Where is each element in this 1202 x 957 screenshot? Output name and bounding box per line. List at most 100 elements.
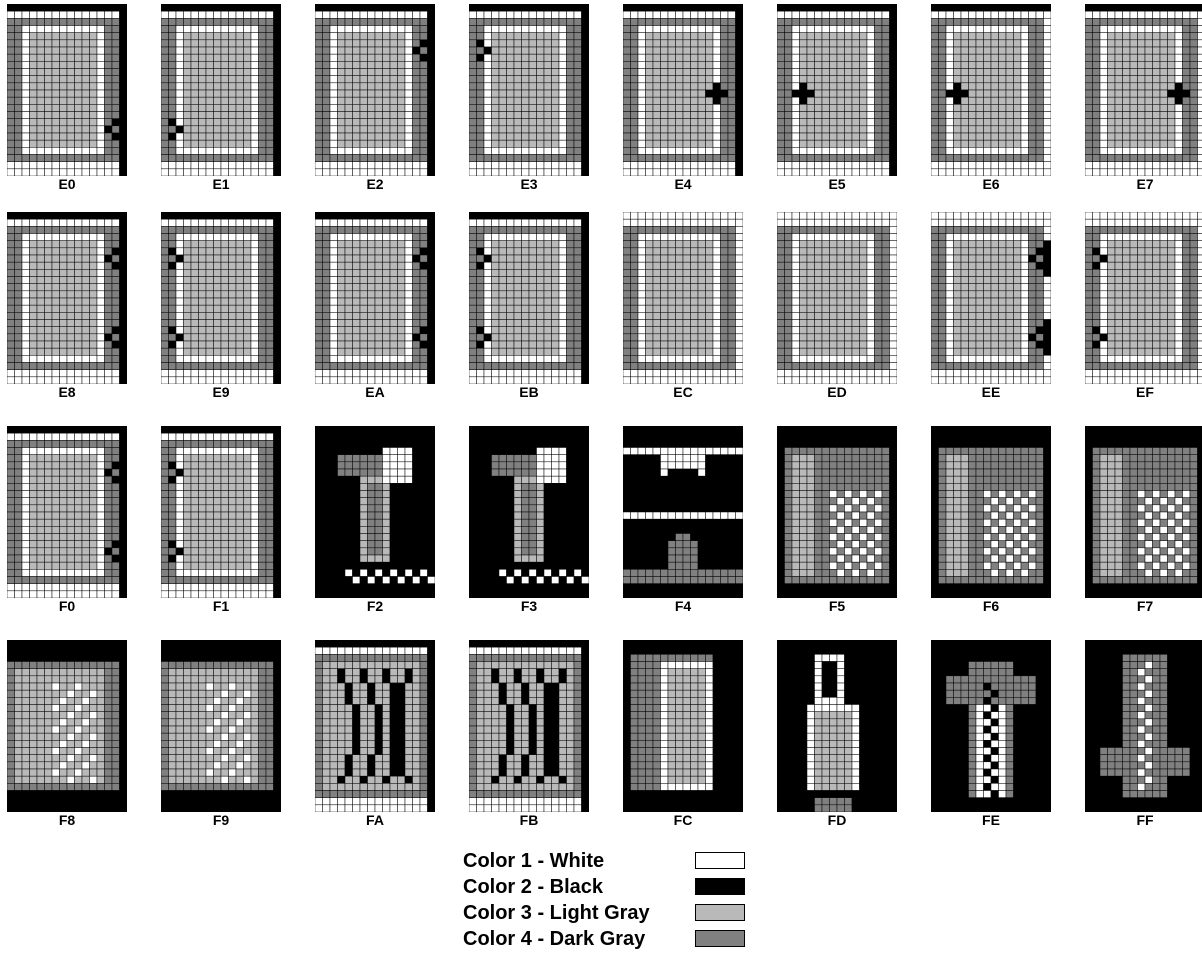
- tile-pixel-grid: [623, 212, 743, 384]
- tile-pixel-grid: [623, 4, 743, 176]
- tile-e6: E6: [931, 4, 1051, 176]
- legend-swatch: [695, 904, 745, 921]
- legend-row: Color 1 - White: [463, 848, 763, 874]
- legend-row: Color 3 - Light Gray: [463, 900, 763, 926]
- tile-pixel-grid: [777, 640, 897, 812]
- tile-label: EB: [469, 384, 589, 400]
- tile-pixel-grid: [161, 212, 281, 384]
- tile-label: E3: [469, 176, 589, 192]
- tile-label: E5: [777, 176, 897, 192]
- tile-label: EF: [1085, 384, 1202, 400]
- tile-f9: F9: [161, 640, 281, 812]
- tile-ef: EF: [1085, 212, 1202, 384]
- tile-e1: E1: [161, 4, 281, 176]
- tile-f7: F7: [1085, 426, 1202, 598]
- tile-label: EA: [315, 384, 435, 400]
- legend-swatch: [695, 930, 745, 947]
- tile-pixel-grid: [469, 212, 589, 384]
- tile-label: E7: [1085, 176, 1202, 192]
- tile-label: F8: [7, 812, 127, 828]
- tile-f0: F0: [7, 426, 127, 598]
- tile-pixel-grid: [931, 426, 1051, 598]
- tile-label: FE: [931, 812, 1051, 828]
- tile-pixel-grid: [469, 640, 589, 812]
- tile-f3: F3: [469, 426, 589, 598]
- tile-f6: F6: [931, 426, 1051, 598]
- tile-label: FD: [777, 812, 897, 828]
- tile-ed: ED: [777, 212, 897, 384]
- tile-pixel-grid: [7, 4, 127, 176]
- tile-pixel-grid: [7, 212, 127, 384]
- tile-pixel-grid: [161, 4, 281, 176]
- tile-e8: E8: [7, 212, 127, 384]
- tile-ff: FF: [1085, 640, 1202, 812]
- tile-fa: FA: [315, 640, 435, 812]
- tile-f5: F5: [777, 426, 897, 598]
- tile-pixel-grid: [7, 426, 127, 598]
- tile-e4: E4: [623, 4, 743, 176]
- tile-fd: FD: [777, 640, 897, 812]
- tile-f8: F8: [7, 640, 127, 812]
- legend-label: Color 1 - White: [463, 848, 604, 874]
- tile-pixel-grid: [777, 212, 897, 384]
- tile-label: E8: [7, 384, 127, 400]
- tile-pixel-grid: [7, 640, 127, 812]
- tile-pixel-grid: [1085, 640, 1202, 812]
- tile-e9: E9: [161, 212, 281, 384]
- tile-ea: EA: [315, 212, 435, 384]
- tile-label: E1: [161, 176, 281, 192]
- tile-pixel-grid: [469, 4, 589, 176]
- tile-pixel-grid: [315, 212, 435, 384]
- tile-label: F6: [931, 598, 1051, 614]
- tile-pixel-grid: [1085, 426, 1202, 598]
- tile-label: F4: [623, 598, 743, 614]
- tile-pixel-grid: [315, 4, 435, 176]
- tile-f1: F1: [161, 426, 281, 598]
- tile-label: EE: [931, 384, 1051, 400]
- tile-pixel-grid: [469, 426, 589, 598]
- tile-fc: FC: [623, 640, 743, 812]
- tile-ec: EC: [623, 212, 743, 384]
- legend-row: Color 4 - Dark Gray: [463, 926, 763, 952]
- tile-label: F3: [469, 598, 589, 614]
- tile-pixel-grid: [777, 426, 897, 598]
- legend-row: Color 2 - Black: [463, 874, 763, 900]
- tile-pixel-grid: [931, 4, 1051, 176]
- tile-pixel-grid: [1085, 212, 1202, 384]
- tile-label: F1: [161, 598, 281, 614]
- tile-eb: EB: [469, 212, 589, 384]
- tile-label: E4: [623, 176, 743, 192]
- tile-pixel-grid: [315, 640, 435, 812]
- tile-e5: E5: [777, 4, 897, 176]
- tile-label: FF: [1085, 812, 1202, 828]
- tile-label: F2: [315, 598, 435, 614]
- tile-label: F7: [1085, 598, 1202, 614]
- tile-pixel-grid: [161, 426, 281, 598]
- tile-label: FB: [469, 812, 589, 828]
- tile-label: F0: [7, 598, 127, 614]
- legend-label: Color 3 - Light Gray: [463, 900, 650, 926]
- tile-label: FC: [623, 812, 743, 828]
- tile-label: E0: [7, 176, 127, 192]
- tile-pixel-grid: [623, 640, 743, 812]
- tile-label: F9: [161, 812, 281, 828]
- tile-f2: F2: [315, 426, 435, 598]
- tile-e2: E2: [315, 4, 435, 176]
- tile-pixel-grid: [931, 640, 1051, 812]
- tile-label: E9: [161, 384, 281, 400]
- tile-fb: FB: [469, 640, 589, 812]
- tile-pixel-grid: [931, 212, 1051, 384]
- legend-label: Color 2 - Black: [463, 874, 603, 900]
- tile-pixel-grid: [161, 640, 281, 812]
- tile-pixel-grid: [623, 426, 743, 598]
- tile-label: ED: [777, 384, 897, 400]
- tile-label: E2: [315, 176, 435, 192]
- tile-e7: E7: [1085, 4, 1202, 176]
- tile-e3: E3: [469, 4, 589, 176]
- legend-label: Color 4 - Dark Gray: [463, 926, 645, 952]
- tile-pixel-grid: [1085, 4, 1202, 176]
- tile-e0: E0: [7, 4, 127, 176]
- tile-label: EC: [623, 384, 743, 400]
